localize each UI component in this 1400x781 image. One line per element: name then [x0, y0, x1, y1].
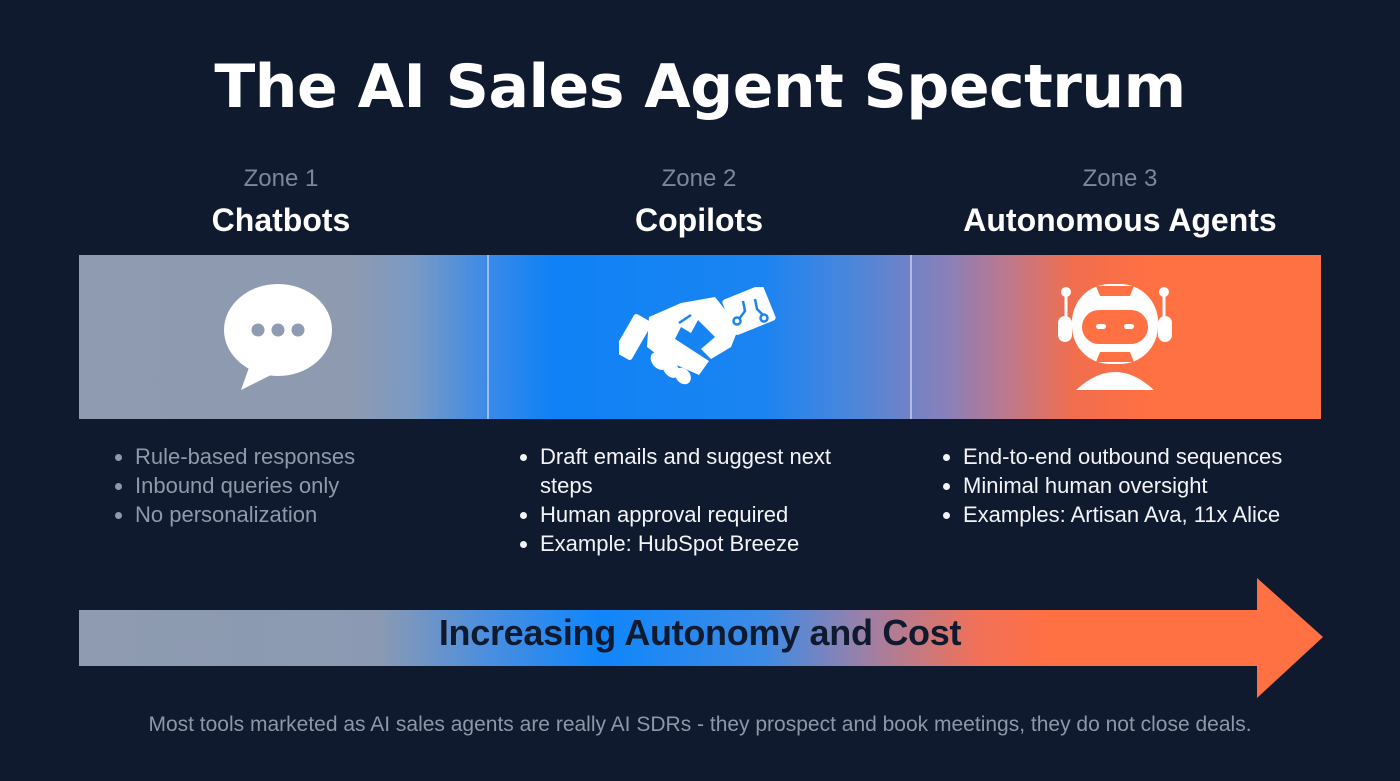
zone-2-header: Zone 2 Copilots [497, 163, 901, 241]
zone-3-header: Zone 3 Autonomous Agents [918, 163, 1322, 241]
zone-1-bullets: Rule-based responses Inbound queries onl… [113, 442, 473, 529]
right-arrow-icon [79, 578, 1323, 698]
zone-1-header: Zone 1 Chatbots [79, 163, 483, 241]
zone-1-label: Zone 1 [243, 165, 319, 192]
footnote: Most tools marketed as AI sales agents a… [148, 713, 1252, 736]
zone-divider [910, 255, 912, 419]
bullet-item: Inbound queries only [113, 471, 473, 500]
zone-divider [487, 255, 489, 419]
zone-3-label: Zone 3 [1082, 165, 1158, 192]
zone-3-bullets: End-to-end outbound sequences Minimal hu… [941, 442, 1321, 529]
robot-icon [910, 255, 1321, 419]
bullet-item: Draft emails and suggest next steps [518, 442, 888, 500]
bullet-item: Examples: Artisan Ava, 11x Alice [941, 500, 1321, 529]
chat-bubble-icon [79, 255, 487, 419]
zone-1-name: Chatbots [211, 202, 351, 238]
bullet-item: Minimal human oversight [941, 471, 1321, 500]
bullet-item: No personalization [113, 500, 473, 529]
page-title: The AI Sales Agent Spectrum [214, 52, 1186, 122]
zone-2-label: Zone 2 [661, 165, 737, 192]
zone-2-bullets: Draft emails and suggest next steps Huma… [518, 442, 888, 558]
zone-2-name: Copilots [635, 202, 763, 238]
bullet-item: Example: HubSpot Breeze [518, 529, 888, 558]
bullet-item: Human approval required [518, 500, 888, 529]
human-robot-handshake-icon [487, 255, 910, 419]
arrow-label: Increasing Autonomy and Cost [438, 612, 962, 653]
bullet-item: End-to-end outbound sequences [941, 442, 1321, 471]
spectrum-band [79, 255, 1321, 419]
bullet-item: Rule-based responses [113, 442, 473, 471]
zone-3-name: Autonomous Agents [963, 202, 1277, 238]
